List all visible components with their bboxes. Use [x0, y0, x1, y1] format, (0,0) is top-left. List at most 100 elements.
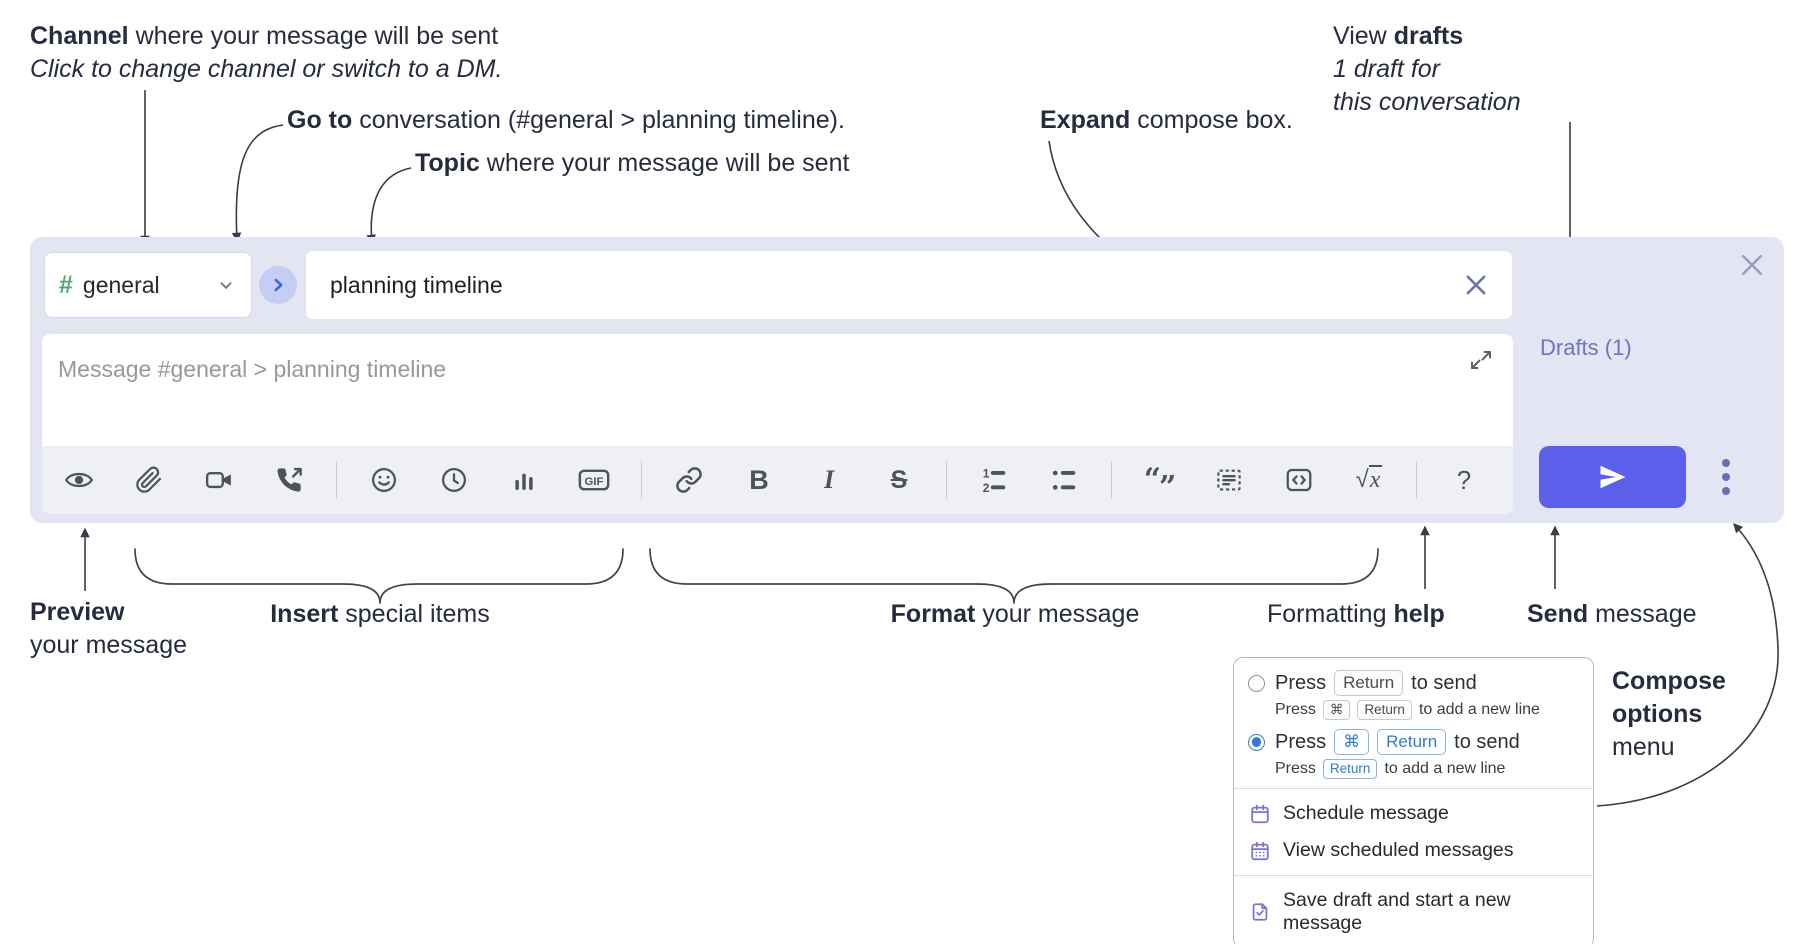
annotation-preview: Preview — [30, 597, 125, 628]
menu-item-schedule-message[interactable]: Schedule message — [1234, 795, 1593, 832]
link-button[interactable] — [666, 457, 712, 503]
spoiler-icon — [1214, 465, 1244, 495]
quote-button[interactable]: “” — [1136, 457, 1182, 503]
svg-text:GIF: GIF — [585, 476, 604, 488]
bar-chart-icon — [510, 466, 538, 494]
bulleted-list-button[interactable] — [1041, 457, 1087, 503]
annotation-topic-rest: where your message will be sent — [479, 149, 850, 177]
italic-icon: I — [823, 465, 835, 494]
radio-unselected-icon[interactable] — [1248, 674, 1265, 692]
hint1-newline: to add a new line — [1418, 701, 1540, 718]
arrow-compose-options — [1596, 522, 1779, 807]
radio-selected-icon[interactable] — [1248, 733, 1265, 751]
strikethrough-button[interactable]: S — [876, 457, 922, 503]
message-formatting-help-button[interactable]: ? — [1441, 457, 1487, 503]
option-enter-to-send[interactable]: Press Return to send — [1248, 670, 1579, 696]
send-button[interactable] — [1539, 446, 1686, 508]
annotation-insert: Insert special items — [270, 599, 490, 630]
compose-box: # general planning timeline Message #gen… — [30, 237, 1784, 523]
quote-open: “ — [1143, 462, 1161, 497]
bold-button[interactable]: B — [736, 457, 782, 503]
emoji-button[interactable] — [361, 457, 407, 503]
video-camera-icon — [204, 465, 234, 495]
chevron-right-icon — [267, 274, 289, 296]
popup-divider — [1234, 875, 1593, 876]
annotation-goto: Go to conversation (#general > planning … — [287, 105, 845, 136]
annotation-preview-bold: Preview — [30, 598, 125, 626]
annotation-compose-options-bold2: options — [1612, 700, 1703, 728]
math-button[interactable]: √x — [1346, 457, 1392, 503]
annotation-expand: Expand compose box. — [1040, 105, 1293, 136]
close-compose-button[interactable] — [1732, 245, 1772, 285]
annotation-topic: Topic where your message will be sent — [415, 148, 849, 179]
annotation-compose-options-line1: Compose — [1612, 666, 1726, 697]
quote-close: ” — [1159, 470, 1176, 505]
ellipsis-icon — [1722, 487, 1730, 495]
toolbar-divider — [1111, 461, 1112, 499]
gif-icon: GIF — [577, 463, 611, 497]
draft-check-icon — [1252, 903, 1268, 921]
calendar-icon — [1251, 804, 1269, 823]
phone-outgoing-icon — [275, 466, 303, 494]
math-icon: √x — [1356, 465, 1383, 493]
spoiler-button[interactable] — [1206, 457, 1252, 503]
attach-file-button[interactable] — [126, 457, 172, 503]
message-block: Message #general > planning timeline GIF — [42, 334, 1513, 514]
topic-input[interactable]: planning timeline — [305, 250, 1513, 320]
annotation-preview-line2: your message — [30, 631, 188, 659]
popup-divider — [1234, 788, 1593, 789]
toolbar-divider — [946, 461, 947, 499]
annotation-formatting-help: Formatting help — [1267, 599, 1445, 630]
toolbar-divider — [1416, 461, 1417, 499]
annotation-view-drafts-line3: this conversation — [1333, 88, 1521, 116]
channel-selector[interactable]: # general — [44, 252, 252, 318]
annotation-insert-rest: special items — [338, 600, 490, 628]
menu-item-label: View scheduled messages — [1283, 839, 1514, 861]
expand-compose-button[interactable] — [1465, 344, 1497, 376]
annotation-view-drafts: View drafts — [1333, 21, 1463, 52]
global-time-button[interactable] — [431, 457, 477, 503]
option-cmd-enter-to-send[interactable]: Press ⌘ Return to send — [1248, 729, 1579, 755]
annotation-expand-bold: Expand — [1040, 106, 1131, 134]
menu-item-label: Save draft and start a new message — [1283, 889, 1511, 934]
annotation-channel-bold: Channel — [30, 22, 129, 50]
hint2-newline: to add a new line — [1384, 760, 1506, 777]
go-to-conversation-button[interactable] — [259, 266, 297, 304]
audio-call-button[interactable] — [266, 457, 312, 503]
menu-item-view-scheduled-messages[interactable]: View scheduled messages — [1234, 832, 1593, 869]
svg-text:1: 1 — [983, 467, 990, 481]
arrow-goto — [231, 124, 284, 243]
annotation-send: Send message — [1527, 599, 1697, 630]
bulleted-list-icon — [1049, 465, 1079, 495]
video-call-button[interactable] — [196, 457, 242, 503]
compose-options-menu-button[interactable] — [1706, 449, 1746, 505]
menu-item-save-draft[interactable]: Save draft and start a new message — [1234, 882, 1593, 942]
message-input[interactable]: Message #general > planning timeline — [42, 334, 1513, 446]
clear-topic-button[interactable] — [1458, 267, 1494, 303]
expand-icon — [1469, 348, 1493, 372]
drafts-link[interactable]: Drafts (1) — [1540, 335, 1632, 360]
preview-button[interactable] — [56, 457, 102, 503]
return-keycap: Return — [1334, 670, 1404, 696]
hint1-press: Press — [1275, 701, 1316, 718]
code-button[interactable] — [1276, 457, 1322, 503]
annotation-compose-options-bold1: Compose — [1612, 667, 1726, 695]
toolbar-divider — [641, 461, 642, 499]
return-keycap: Return — [1357, 700, 1412, 720]
poll-button[interactable] — [501, 457, 547, 503]
smiley-icon — [369, 465, 399, 495]
clock-icon — [439, 465, 469, 495]
italic-button[interactable]: I — [806, 457, 852, 503]
close-icon — [1462, 271, 1490, 299]
annotation-view-drafts-bold: drafts — [1393, 22, 1464, 50]
annotation-compose-options-line3: menu — [1612, 733, 1675, 761]
option-enter-to-send-hint: Press ⌘ Return to add a new line — [1275, 700, 1579, 720]
topic-value: planning timeline — [330, 271, 503, 298]
arrow-topic — [366, 167, 412, 245]
gif-button[interactable]: GIF — [571, 457, 617, 503]
annotation-formatting-help-pre: Formatting — [1267, 600, 1394, 628]
option-enter-to-send-label: Press Return to send — [1275, 670, 1477, 696]
ellipsis-icon — [1722, 459, 1730, 467]
